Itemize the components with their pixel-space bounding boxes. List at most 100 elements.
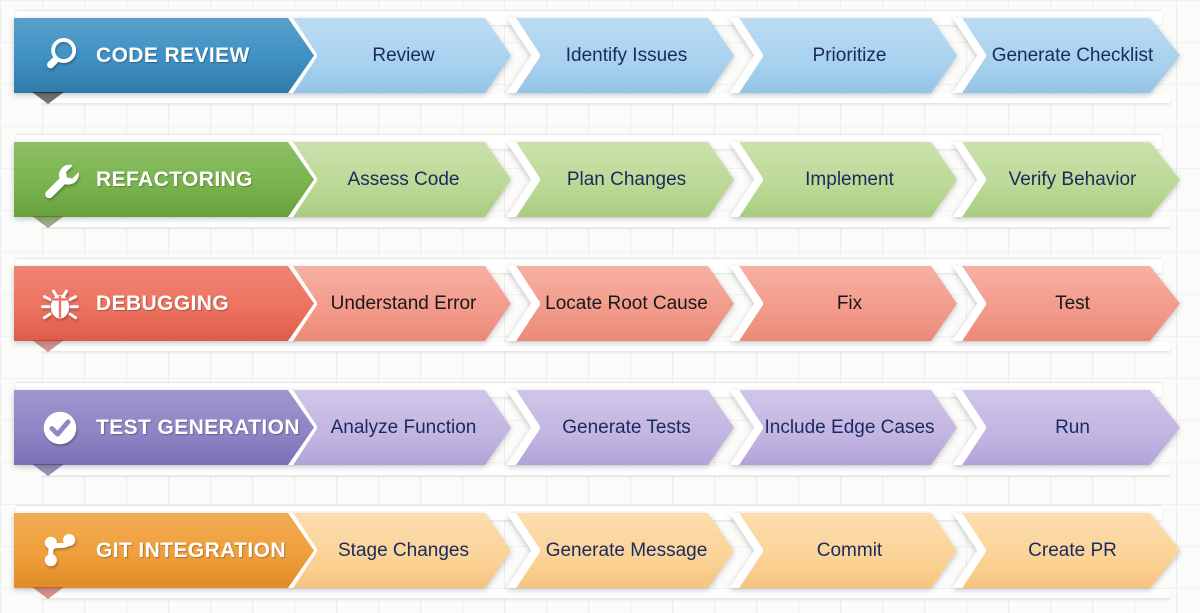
step-debugging-4[interactable]: Test — [952, 266, 1180, 341]
bug-icon — [36, 280, 84, 328]
workflow-row-git-integration: GIT INTEGRATION Stage Changes Generate M… — [14, 505, 1180, 599]
row-header-test-generation[interactable]: TEST GENERATION — [14, 390, 314, 465]
step-fill — [734, 18, 957, 93]
step-fill — [511, 142, 734, 217]
step-fill — [957, 390, 1180, 465]
row-ledge-bottom — [42, 94, 1170, 104]
step-label: Verify Behavior — [1008, 168, 1137, 190]
step-label: Prioritize — [812, 44, 887, 66]
step-label: Analyze Function — [330, 416, 477, 438]
step-label: Generate Message — [545, 539, 708, 561]
step-git-integration-4[interactable]: Create PR — [952, 513, 1180, 588]
row-fold-corner — [32, 587, 64, 599]
step-fill — [511, 513, 734, 588]
magnifier-icon — [36, 32, 84, 80]
step-refactoring-1[interactable]: Assess Code — [283, 142, 511, 217]
step-fill — [288, 513, 511, 588]
step-label: Review — [372, 44, 435, 66]
row-fold-corner — [32, 216, 64, 228]
step-test-generation-1[interactable]: Analyze Function — [283, 390, 511, 465]
step-label: Test — [1055, 292, 1090, 314]
step-test-generation-4[interactable]: Run — [952, 390, 1180, 465]
row-fold-corner — [32, 464, 64, 476]
row-bar: GIT INTEGRATION Stage Changes Generate M… — [14, 513, 1180, 588]
step-git-integration-3[interactable]: Commit — [729, 513, 957, 588]
step-fill — [734, 142, 957, 217]
step-code-review-3[interactable]: Prioritize — [729, 18, 957, 93]
row-steps: Analyze Function Generate Tests Include … — [283, 390, 1180, 465]
step-test-generation-2[interactable]: Generate Tests — [506, 390, 734, 465]
row-header-label: DEBUGGING — [96, 291, 230, 315]
step-fill — [957, 142, 1180, 217]
step-label: Locate Root Cause — [545, 292, 708, 314]
step-refactoring-2[interactable]: Plan Changes — [506, 142, 734, 217]
step-label: Understand Error — [330, 292, 477, 314]
step-refactoring-4[interactable]: Verify Behavior — [952, 142, 1180, 217]
step-label: Generate Checklist — [991, 44, 1154, 66]
row-ledge-bottom — [42, 342, 1170, 352]
step-label: Stage Changes — [338, 539, 469, 561]
row-header-code-review[interactable]: CODE REVIEW — [14, 18, 314, 93]
step-label: Assess Code — [347, 168, 460, 190]
step-label: Implement — [805, 168, 894, 190]
step-debugging-2[interactable]: Locate Root Cause — [506, 266, 734, 341]
workflow-row-code-review: CODE REVIEW Review Identify Issues Prior… — [14, 10, 1180, 104]
check-circle-icon — [36, 404, 84, 452]
step-code-review-1[interactable]: Review — [283, 18, 511, 93]
step-label: Commit — [816, 539, 883, 561]
row-header-label: TEST GENERATION — [96, 415, 300, 439]
step-code-review-2[interactable]: Identify Issues — [506, 18, 734, 93]
step-code-review-4[interactable]: Generate Checklist — [952, 18, 1180, 93]
row-ledge-bottom — [42, 589, 1170, 599]
row-header-refactoring[interactable]: REFACTORING — [14, 142, 314, 217]
row-header-debugging[interactable]: DEBUGGING — [14, 266, 314, 341]
step-label: Include Edge Cases — [764, 416, 935, 438]
step-debugging-1[interactable]: Understand Error — [283, 266, 511, 341]
row-bar: CODE REVIEW Review Identify Issues Prior… — [14, 18, 1180, 93]
row-bar: REFACTORING Assess Code Plan Changes Imp… — [14, 142, 1180, 217]
step-fill — [734, 266, 957, 341]
step-label: Plan Changes — [566, 168, 687, 190]
row-ledge-bottom — [42, 218, 1170, 228]
row-steps: Assess Code Plan Changes Implement Verif… — [283, 142, 1180, 217]
step-fill — [511, 266, 734, 341]
row-header-label: REFACTORING — [96, 167, 253, 191]
row-bar: DEBUGGING Understand Error Locate Root C… — [14, 266, 1180, 341]
row-fold-corner — [32, 92, 64, 104]
row-steps: Stage Changes Generate Message Commit Cr… — [283, 513, 1180, 588]
step-label: Create PR — [1028, 539, 1117, 561]
step-git-integration-2[interactable]: Generate Message — [506, 513, 734, 588]
step-fill — [734, 513, 957, 588]
step-fill — [288, 390, 511, 465]
row-fold-corner — [32, 340, 64, 352]
step-fill — [288, 142, 511, 217]
row-header-label: GIT INTEGRATION — [96, 538, 286, 562]
step-fill — [288, 18, 511, 93]
step-label: Fix — [836, 292, 863, 314]
step-label: Generate Tests — [562, 416, 691, 438]
step-git-integration-1[interactable]: Stage Changes — [283, 513, 511, 588]
step-fill — [288, 266, 511, 341]
workflow-row-refactoring: REFACTORING Assess Code Plan Changes Imp… — [14, 134, 1180, 228]
step-test-generation-3[interactable]: Include Edge Cases — [729, 390, 957, 465]
wrench-icon — [36, 156, 84, 204]
step-fill — [957, 18, 1180, 93]
step-label: Run — [1055, 416, 1090, 438]
step-fill — [957, 266, 1180, 341]
row-steps: Review Identify Issues Prioritize Genera… — [283, 18, 1180, 93]
step-refactoring-3[interactable]: Implement — [729, 142, 957, 217]
workflow-row-debugging: DEBUGGING Understand Error Locate Root C… — [14, 258, 1180, 352]
step-fill — [511, 18, 734, 93]
step-label: Identify Issues — [565, 44, 688, 66]
step-debugging-3[interactable]: Fix — [729, 266, 957, 341]
row-header-git-integration[interactable]: GIT INTEGRATION — [14, 513, 314, 588]
step-fill — [734, 390, 957, 465]
step-fill — [511, 390, 734, 465]
row-bar: TEST GENERATION Analyze Function Generat… — [14, 390, 1180, 465]
row-header-label: CODE REVIEW — [96, 43, 250, 67]
step-fill — [957, 513, 1180, 588]
workflow-row-test-generation: TEST GENERATION Analyze Function Generat… — [14, 382, 1180, 476]
row-ledge-bottom — [42, 466, 1170, 476]
git-branch-icon — [36, 527, 84, 575]
row-steps: Understand Error Locate Root Cause Fix T… — [283, 266, 1180, 341]
